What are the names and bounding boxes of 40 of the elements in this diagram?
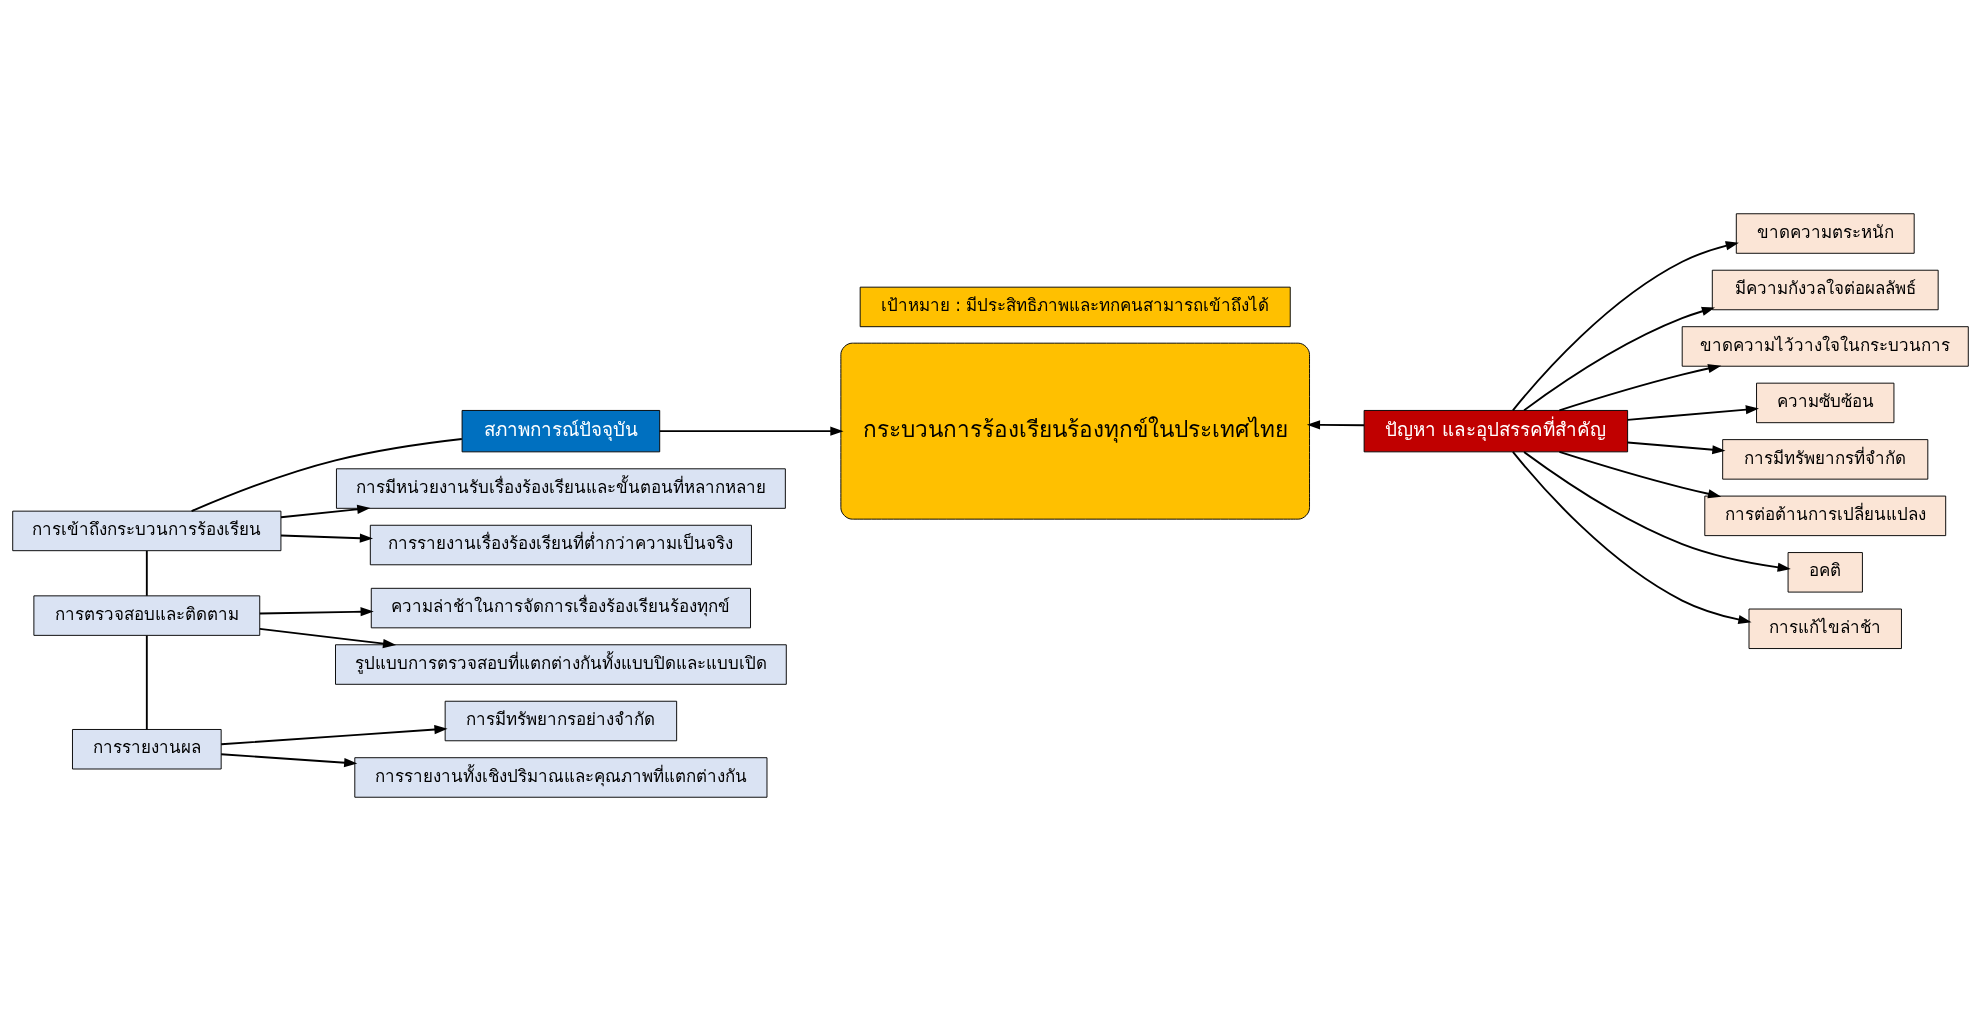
arrow: [1626, 405, 1759, 421]
arrow: [258, 627, 397, 649]
arrow: [258, 607, 374, 617]
connector: [145, 634, 148, 731]
node-box: เป้าหมาย : มีประสิทธิภาพและทกคนสามารถเข้าถึงได้: [859, 286, 1291, 328]
node-box: การรายงานทั้งเชิงปริมาณและคุณภาพที่แตกต่างกัน: [354, 757, 768, 798]
node-box: การมีหน่วยงานรับเรื่องร้องเรียนและขั้นตอนที่หลากหลาย: [335, 468, 786, 509]
node-box: กระบวนการร้องเรียนร้องทุกข์ในประเทศไทย: [840, 342, 1310, 520]
arrow: [1511, 241, 1739, 412]
arrow: [1626, 441, 1726, 455]
node-box: การแก้ไขล่าช้า: [1748, 608, 1902, 649]
arrow: [1558, 363, 1722, 412]
node-box: การต่อต้านการเปลี่ยนแปลง: [1704, 495, 1947, 537]
arrow: [1558, 451, 1722, 499]
arrow: [1511, 451, 1752, 625]
node-box: ขาดความไว้วางใจในกระบวนการ: [1681, 326, 1969, 367]
arrow: [1306, 420, 1365, 430]
node-box: การรายงานผล: [72, 729, 222, 770]
node-box: ความซับซ้อน: [1756, 382, 1895, 424]
arrow: [280, 504, 371, 519]
node-box: รูปแบบการตรวจสอบที่แตกต่างกันทั้งแบบปิดและแบบเปิด: [335, 644, 787, 685]
node-box: สภาพการณ์ปัจจุบัน: [461, 409, 661, 453]
arrow: [1523, 451, 1791, 572]
arrow: [280, 533, 374, 543]
node-box: ความล่าช้าในการจัดการเรื่องร้องเรียนร้องทุกข์: [370, 587, 751, 629]
node-box: การตรวจสอบและติดตาม: [33, 595, 261, 636]
connector: [145, 549, 148, 597]
node-box: การเข้าถึงกระบวนการร้องเรียน: [12, 510, 282, 552]
node-box: การรายงานเรื่องร้องเรียนที่ต่ำกว่าความเป็นจริง: [369, 524, 752, 566]
node-box: การมีทรัพยากรอย่างจำกัด: [444, 700, 678, 742]
arrow: [220, 753, 358, 768]
node-box: มีความกังวลใจต่อผลลัพธ์: [1711, 269, 1939, 311]
arrow: [220, 725, 448, 746]
node-box: อคติ: [1787, 552, 1863, 593]
connector: [190, 438, 463, 513]
node-box: การมีทรัพยากรที่จำกัด: [1722, 439, 1929, 480]
node-box: ขาดความตระหนัก: [1735, 213, 1915, 254]
arrow: [658, 426, 844, 436]
node-box: ปัญหา และอุปสรรคที่สำคัญ: [1363, 409, 1629, 453]
arrow: [1523, 306, 1716, 412]
